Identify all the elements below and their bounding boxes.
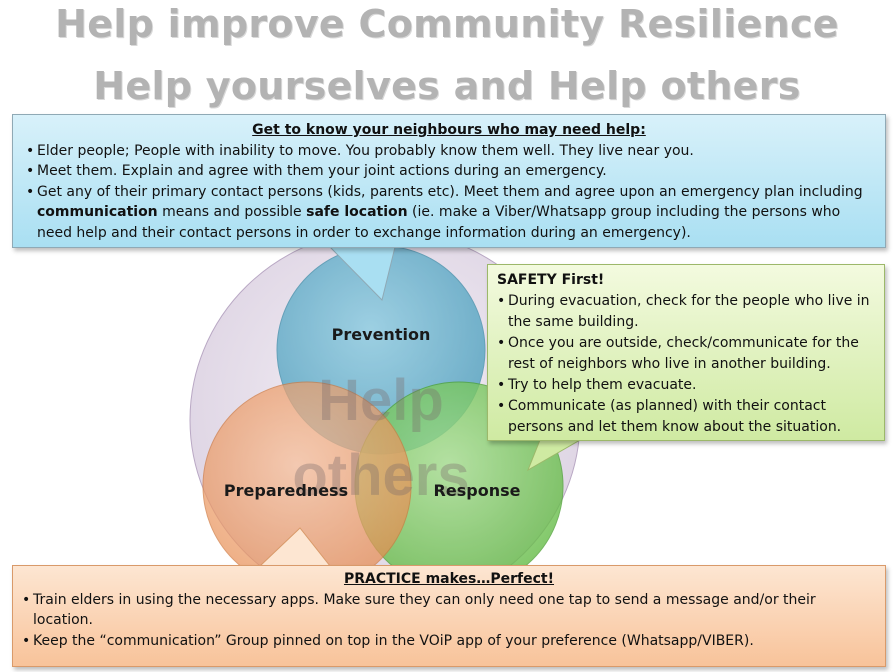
title-line-1: Help improve Community Resilience [55,2,839,46]
neighbours-item3-text: Get any of their primary contact persons… [37,183,863,200]
venn-center-label-1: Help [318,368,444,433]
safety-heading: SAFETY First! [497,272,605,288]
neighbours-item: Elder people; People with inability to m… [26,141,877,162]
safety-callout: SAFETY First! During evacuation, check f… [487,264,885,441]
label-response: Response [434,481,521,500]
practice-heading: PRACTICE makes…Perfect! [343,571,555,587]
title-line-2: Help yourselves and Help others [93,64,801,108]
label-preparedness: Preparedness [224,481,348,500]
safety-item: Communicate (as planned) with their cont… [497,396,876,438]
neighbours-heading: Get to know your neighbours who may need… [252,122,646,138]
practice-item: Train elders in using the necessary apps… [22,590,877,631]
neighbours-item: Get any of their primary contact persons… [26,182,877,244]
communication-keyword: communication [37,204,158,220]
label-prevention: Prevention [332,325,431,344]
neighbours-item3-text: means and possible [157,204,307,220]
venn-center-label-2: others [292,443,469,508]
neighbours-callout: Get to know your neighbours who may need… [12,114,886,248]
safety-item: During evacuation, check for the people … [497,291,876,333]
neighbours-item3-text: (ie. make a Viber/Whatsapp group includi… [37,204,841,241]
safe-location-keyword: safe location [306,204,408,220]
neighbours-item: Meet them. Explain and agree with them y… [26,161,877,182]
safety-item: Try to help them evacuate. [497,375,876,396]
safety-item: Once you are outside, check/communicate … [497,333,876,375]
practice-callout: PRACTICE makes…Perfect! Train elders in … [12,565,886,667]
practice-item: Keep the “communication” Group pinned on… [22,631,877,652]
